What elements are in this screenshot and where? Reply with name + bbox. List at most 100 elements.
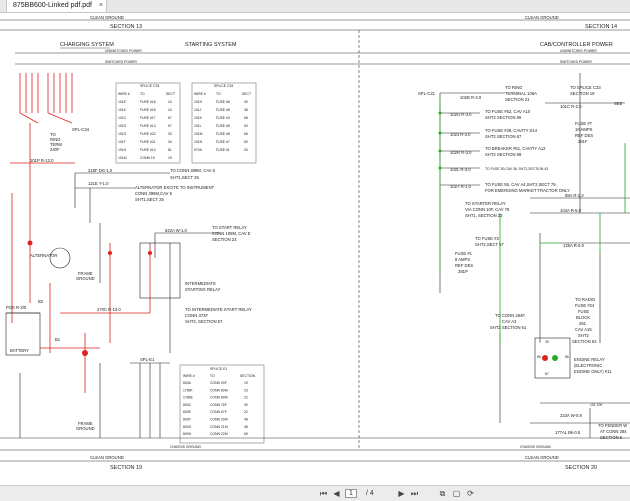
to-radio-fuse-word-label: FUSE — [578, 309, 589, 314]
splice-e1-cell: 19 — [244, 381, 248, 385]
wire-218f-label: 218F DG-1.0 — [88, 168, 113, 173]
rotate-icon[interactable]: ⟳ — [467, 489, 474, 498]
to-radio-281-label: 281 — [579, 321, 587, 326]
splice-c34-title: SPLICE C34 — [214, 84, 233, 88]
frame-ground-label-2: GROUND — [76, 276, 95, 281]
first-page-icon[interactable]: ⏮ — [319, 489, 328, 498]
splice-e1-hdr-section: SECTION — [240, 374, 256, 378]
splice-c33-cell: 81 — [168, 148, 172, 152]
splice-e1-cell: 48 — [244, 418, 248, 422]
alternator-symbol — [49, 247, 71, 269]
to-radio-label: TO RADIO — [575, 297, 596, 302]
heading-cab: CAB/CONTROLLER POWER — [540, 42, 613, 48]
splice-c33-cell: FUSE #13 — [140, 124, 156, 128]
page-number-field[interactable]: 1 — [345, 488, 357, 499]
schematic-drawing: CLEAN GROUND SECTION 13 CLEAN GROUND SEC… — [0, 15, 630, 471]
splice-e1-cell: CONN 78F — [210, 403, 227, 407]
top-right-clean-ground: CLEAN GROUND — [525, 15, 559, 20]
wire-104a-label: 104A R-5.0 — [560, 208, 582, 213]
fuse-7-ref-label: REF DES — [575, 133, 593, 138]
splice-c33-hdr-to: TO — [140, 92, 145, 96]
to-intermediate-sect-label: SHT2, SECTION 57 — [185, 319, 223, 324]
unswitched-power-right: UNSWITCHED POWER — [560, 49, 597, 53]
tab-bar: 875BB600-Linked pdf.pdf × — [0, 0, 630, 13]
alternator-excite-sect-label: SHT1,SECT 25 — [135, 197, 164, 202]
splice-e1-cell: 48 — [244, 425, 248, 429]
wire-102j-label: 102J R-3.0 — [450, 132, 471, 137]
copy-icon[interactable]: ⧉ — [439, 489, 446, 498]
bottom-left-clean: CLEAN GROUND — [90, 455, 124, 460]
splice-e1-cell: CONN 22M — [210, 432, 228, 436]
bottom-right-clean: CLEAN GROUND — [525, 455, 559, 460]
splice-e1-cell: 800C — [183, 403, 192, 407]
fuse-55-note-label: FOR EMERGING MARKET TRACTOR ONLY — [485, 188, 570, 193]
splice-c34-cell: FUSE #5 — [216, 124, 230, 128]
splice-c34-cell: 101H — [194, 100, 203, 104]
page-current-input[interactable]: 1 — [345, 489, 357, 498]
fuse-28-sect-label: SHT2 SECTION 67 — [485, 134, 522, 139]
heading-charging: CHARGING SYSTEM — [60, 42, 114, 48]
wire-101p-label: 101P R-13.0 — [30, 158, 54, 163]
to-ring-label-3: TERM — [50, 142, 62, 147]
splice-c33-cell: 57 — [168, 124, 172, 128]
frame-ground-2-label: FRAME — [78, 421, 93, 426]
to-intermediate-conn-label: CONN 372F — [185, 313, 208, 318]
document-tab[interactable]: 875BB600-Linked pdf.pdf × — [6, 0, 108, 13]
splice-e1-hdr-wire: WIRE # — [183, 374, 195, 378]
fuse-52-sect-label: SHT2 SECTION 65 — [485, 115, 522, 120]
wire-270c-label: 270C R-13.0 — [97, 307, 121, 312]
splice-e1-cell: CONN 21M — [210, 425, 228, 429]
previous-page-icon[interactable]: ◀ — [333, 489, 340, 498]
to-starter-relay-conn-label: VIA CONN 10F, CAV 78 — [465, 207, 510, 212]
splice-c33-cell: 101C — [118, 116, 127, 120]
splice-c33-cell: FUSE #21 — [140, 140, 156, 144]
starting-relay-label: STARTING RELAY — [185, 287, 221, 292]
splice-c33-cell: 101E — [118, 100, 127, 104]
wire-102b-label: 102B R-3.0 — [460, 95, 482, 100]
splice-c33-cell: 19 — [168, 156, 172, 160]
close-tab-icon[interactable]: × — [98, 2, 104, 9]
to-splice-c33-label: TO SPLICE C33 — [570, 85, 601, 90]
fit-page-icon[interactable]: ▢ — [452, 489, 461, 498]
see-label: SEE — [614, 101, 623, 106]
splice-e1-cell: 800H — [183, 432, 192, 436]
to-starter-relay-sect-label: SHT1, SECTION 23 — [465, 213, 503, 218]
splice-c33-cell: FUSE #10 — [140, 148, 156, 152]
splice-c34-cell: 63 — [244, 124, 248, 128]
heading-starting: STARTING SYSTEM — [185, 42, 237, 48]
fuse-7-ref-code-label: 281F — [578, 139, 588, 144]
to-radio-cav-label: CAV A15 — [575, 327, 592, 332]
to-radio-sht-label: SHT2 — [578, 333, 589, 338]
battery-label: BATTERY — [10, 348, 29, 353]
fuse-1-ref-label: REF DES — [455, 263, 473, 268]
fuse-1-label: FUSE #1 — [455, 251, 473, 256]
top-left-clean-ground: CLEAN GROUND — [90, 15, 124, 20]
splice-c34-cell: 101N — [194, 140, 203, 144]
last-page-icon[interactable]: ⏭ — [410, 489, 419, 498]
pin-30-label: 30 — [545, 340, 549, 344]
wire-102i-label: 102-I R-1.0 — [450, 184, 472, 189]
wire-125a-label: 125A R-6.0 — [563, 243, 585, 248]
to-radio-fuse-label: FUSE #24 — [575, 303, 595, 308]
to-fuse-2-label: TO FUSE #2 — [475, 236, 500, 241]
splice-c33-cell: FUSE #22 — [140, 132, 156, 136]
splice-c33-cell: 67 — [168, 116, 172, 120]
splice-c34-cell: 101K — [194, 116, 203, 120]
splice-c34-cell: 101J — [194, 108, 202, 112]
splice-c33-cell: FUSE #15 — [140, 108, 156, 112]
splice-c34-cell: FUSE #7 — [216, 140, 230, 144]
splice-c34-cell: 69 — [244, 140, 248, 144]
splice-e1-cell: 65 — [244, 432, 248, 436]
engine-relay-label: ENGINE RELAY — [574, 357, 605, 362]
pin-87-label: 87 — [545, 372, 549, 376]
splice-c33-cell: 101G — [118, 132, 127, 136]
next-page-icon[interactable]: ▶ — [398, 489, 405, 498]
splice-c33-cell: 101H — [118, 148, 127, 152]
alternator-excite-conn-label: CONN 398M,CAV 5 — [135, 191, 173, 196]
splice-e1-cell: 800G — [183, 425, 192, 429]
to-fender-label: TO FENDER W — [598, 423, 627, 428]
splice-c33-cell: 101D — [118, 124, 127, 128]
splice-e1-title: SPLICE E1 — [210, 367, 227, 371]
splice-c33-cell: 33 — [168, 132, 172, 136]
to-splice-c33-sect-label: SECTION 19 — [570, 91, 595, 96]
